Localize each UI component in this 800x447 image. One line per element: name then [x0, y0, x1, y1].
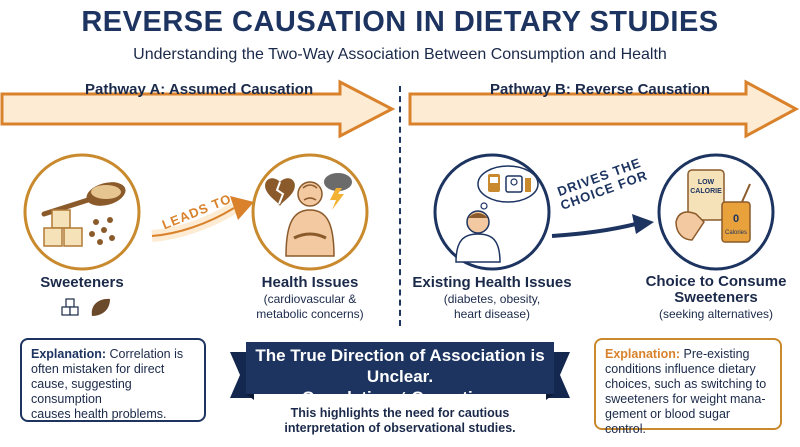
drink-calories: Calories [725, 230, 747, 236]
drink-label-1: LOW [698, 179, 715, 186]
drives-choice-connector [551, 214, 654, 238]
sweeteners-mini-icons [61, 298, 110, 316]
banner-line-1: The True Direction of Association is Unc… [255, 346, 545, 386]
banner-line-2: Correlation ≠ Causation. [301, 388, 499, 407]
explanation-b-line-5: gement or blood sugar control. [605, 407, 731, 436]
person-stomachache-icon [285, 181, 335, 257]
health-issues-sub-2: metabolic concerns) [256, 307, 364, 321]
existing-issues-sub-2: heart disease) [453, 307, 531, 321]
explanation-a-box: Explanation: Correlation is often mistak… [20, 338, 206, 422]
existing-issues-label: Existing Health Issues [412, 274, 572, 291]
choice-consume-label: Choice to Consume Sweeteners [636, 274, 796, 306]
pathway-b-arrow [408, 79, 800, 139]
explanation-a-line-3: cause, suggesting consumption [31, 377, 132, 406]
explanation-b-lead: Explanation: [605, 347, 681, 361]
sweeteners-label: Sweeteners [40, 274, 124, 291]
page-title: REVERSE CAUSATION IN DIETARY STUDIES [81, 6, 719, 38]
health-issues-sub-1: (cardiovascular & [263, 292, 357, 306]
explanation-a-lead: Explanation: [31, 347, 107, 361]
explanation-b-box: Explanation: Pre-existing conditions inf… [594, 338, 782, 436]
drink-can-icon: LOW CALORIE [687, 169, 725, 221]
sweeteners-circle [23, 153, 141, 271]
juice-glass-icon: 0 Calories [721, 183, 751, 243]
drink-label-2: CALORIE [690, 188, 722, 195]
storm-cloud-icon [324, 173, 352, 210]
sugar-cubes-icon [43, 209, 83, 247]
banner-text: The True Direction of Association is Unc… [230, 345, 570, 408]
health-issues-label: Health Issues [261, 274, 359, 291]
footer-note: This highlights the need for cautious in… [230, 406, 570, 436]
explanation-a-line-1: Correlation is [106, 347, 184, 361]
footer-line-1: This highlights the need for cautious [290, 406, 510, 420]
scale-icon [505, 175, 523, 193]
sugar-cubes-icon [61, 298, 79, 316]
glucose-meter-icon [488, 174, 500, 192]
leads-to-connector [151, 196, 254, 242]
explanation-b-line-4: sweeteners for weight mana- [605, 392, 766, 406]
pathway-b-label: Pathway B: Reverse Causation [490, 81, 711, 98]
pathway-a-arrow [0, 79, 396, 139]
footer-line-2: interpretation of observational studies. [284, 421, 516, 435]
health-issues-circle [251, 153, 369, 271]
page-subtitle: Understanding the Two-Way Association Be… [133, 46, 667, 63]
broken-heart-icon [265, 178, 295, 206]
leaf-icon [91, 298, 110, 316]
explanation-a-line-4: causes health problems. [31, 407, 167, 421]
choice-consume-sub: (seeking alternatives) [658, 307, 774, 321]
existing-issues-sub-1: (diabetes, obesity, [443, 292, 541, 306]
conclusion-banner [230, 342, 570, 400]
choice-consume-label-1: Choice to Consume [645, 273, 787, 290]
explanation-b-line-3: choices, such as switching to [605, 377, 767, 391]
explanation-b-line-1: Pre-existing [680, 347, 750, 361]
pathway-a-label: Pathway A: Assumed Causation [85, 81, 314, 98]
person-icon [455, 210, 501, 263]
choice-consume-label-2: Sweeteners [674, 289, 758, 306]
choice-consume-circle: LOW CALORIE 0 Calories [657, 153, 775, 271]
existing-issues-circle [433, 153, 551, 271]
explanation-b-line-2: conditions influence dietary [605, 362, 756, 376]
explanation-a-line-2: often mistaken for direct [31, 362, 165, 376]
drink-zero: 0 [733, 213, 739, 225]
pathway-divider [399, 86, 401, 326]
